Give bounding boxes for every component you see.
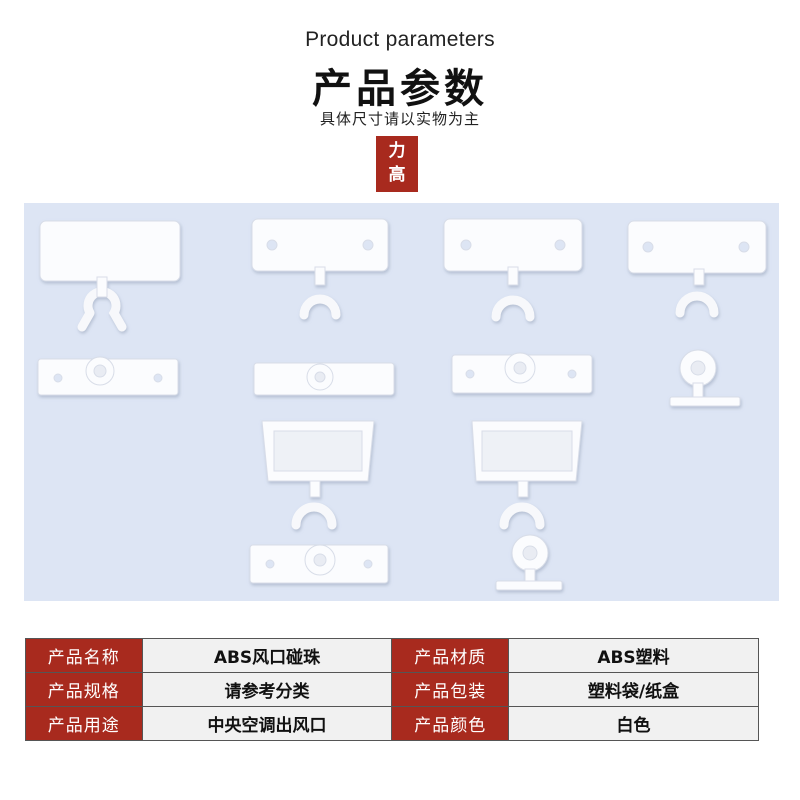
- box-clip-1: [261, 420, 375, 530]
- base-plate-1: [37, 356, 179, 396]
- base-plate-3: [451, 352, 593, 394]
- label-color: 产品颜色: [391, 706, 509, 741]
- params-table: 产品名称 ABS风口碰珠 产品材质 ABS塑料 产品规格 请参考分类 产品包装 …: [25, 638, 759, 741]
- clip-bracket-1: [39, 220, 181, 332]
- value-usage: 中央空调出风口: [141, 706, 393, 741]
- box-clip-2: [471, 420, 583, 530]
- brand-char-1: 力: [388, 141, 406, 161]
- table-row: 产品规格 请参考分类 产品包装 塑料袋/纸盒: [25, 672, 759, 707]
- page-title: 产品参数: [312, 66, 488, 112]
- product-photo: [24, 203, 779, 601]
- value-spec: 请参考分类: [141, 672, 393, 707]
- table-row: 产品名称 ABS风口碰珠 产品材质 ABS塑料: [25, 638, 759, 673]
- clip-bracket-4: [627, 220, 767, 318]
- brand-char-2: 高: [388, 165, 406, 185]
- value-product-name: ABS风口碰珠: [141, 638, 393, 673]
- label-material: 产品材质: [391, 638, 509, 673]
- label-package: 产品包装: [391, 672, 509, 707]
- value-color: 白色: [508, 706, 759, 741]
- t-hook-base-2: [495, 534, 563, 591]
- base-plate-4: [249, 544, 389, 584]
- subtitle: 具体尺寸请以实物为主: [319, 110, 480, 128]
- value-material: ABS塑料: [508, 638, 759, 673]
- base-plate-2: [253, 362, 395, 396]
- product-photo-svg: [37, 218, 767, 591]
- label-product-name: 产品名称: [25, 638, 143, 673]
- clip-bracket-3: [443, 218, 583, 322]
- t-hook-base-1: [669, 349, 741, 407]
- table-row: 产品用途 中央空调出风口 产品颜色 白色: [25, 706, 759, 741]
- label-spec: 产品规格: [25, 672, 143, 707]
- value-package: 塑料袋/纸盒: [508, 672, 759, 707]
- label-usage: 产品用途: [25, 706, 143, 741]
- title-en: Product parameters: [305, 28, 495, 51]
- brand-badge: 力 高: [376, 136, 418, 192]
- clip-bracket-2: [251, 218, 389, 320]
